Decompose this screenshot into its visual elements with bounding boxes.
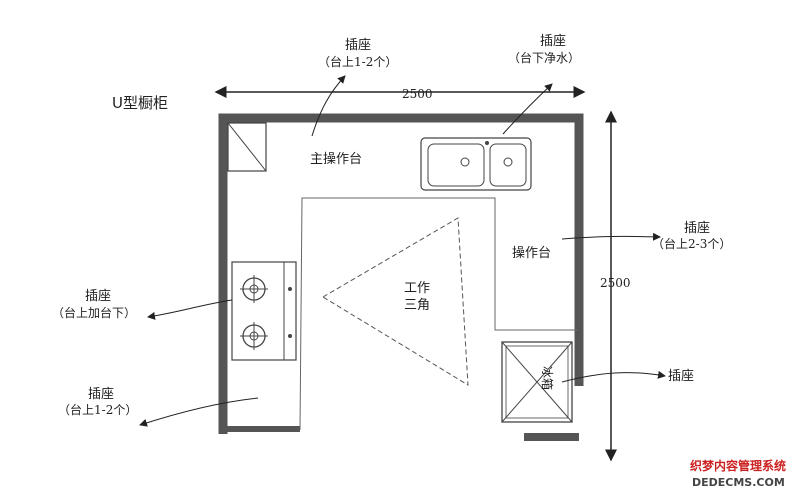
corner-cabinet-diagonal [227, 122, 267, 172]
side-counter-label: 操作台 [512, 245, 551, 261]
top-outlet-arrow [311, 75, 346, 137]
diagram-title: U型橱柜 [112, 94, 168, 112]
work-triangle-label-1: 工作 [404, 281, 430, 296]
right-outlet-arrow [561, 232, 661, 241]
work-triangle-label-2: 三角 [404, 298, 430, 313]
width-dimension-label: 2500 [402, 87, 433, 101]
sink-outlet-arrow [502, 83, 553, 135]
fridge-outlet-arrow [561, 370, 666, 383]
sink-outlet-detail: （台下净水） [508, 50, 580, 65]
outer-wall [218, 113, 584, 434]
fridge-outlet-title: 插座 [668, 369, 694, 384]
left-outlet-title: 插座 [85, 289, 111, 304]
cooktop [231, 261, 297, 361]
counter-outline [299, 197, 578, 431]
work-triangle [322, 217, 469, 386]
left-outlet-arrow [147, 299, 233, 320]
height-dimension-label: 2500 [600, 276, 631, 290]
bottom-outlet-title: 插座 [88, 387, 114, 402]
fridge [501, 341, 573, 423]
fridge-label: 冰箱 [540, 366, 555, 390]
top-outlet-title: 插座 [345, 38, 371, 53]
double-sink [420, 137, 532, 191]
bottom-outlet-arrow [139, 397, 259, 427]
left-outlet-detail: （台上加台下） [52, 305, 136, 320]
top-outlet-detail: （台上1-2个） [318, 54, 397, 69]
sink-outlet-title: 插座 [540, 34, 566, 49]
main-counter-label: 主操作台 [310, 151, 362, 167]
watermark-line-1: 织梦内容管理系统 [690, 458, 786, 473]
bottom-outlet-detail: （台上1-2个） [58, 402, 137, 417]
right-outlet-detail: （台上2-3个） [652, 236, 731, 251]
right-outlet-title: 插座 [684, 221, 710, 236]
watermark-line-2: DEDECMS.COM [692, 476, 785, 489]
